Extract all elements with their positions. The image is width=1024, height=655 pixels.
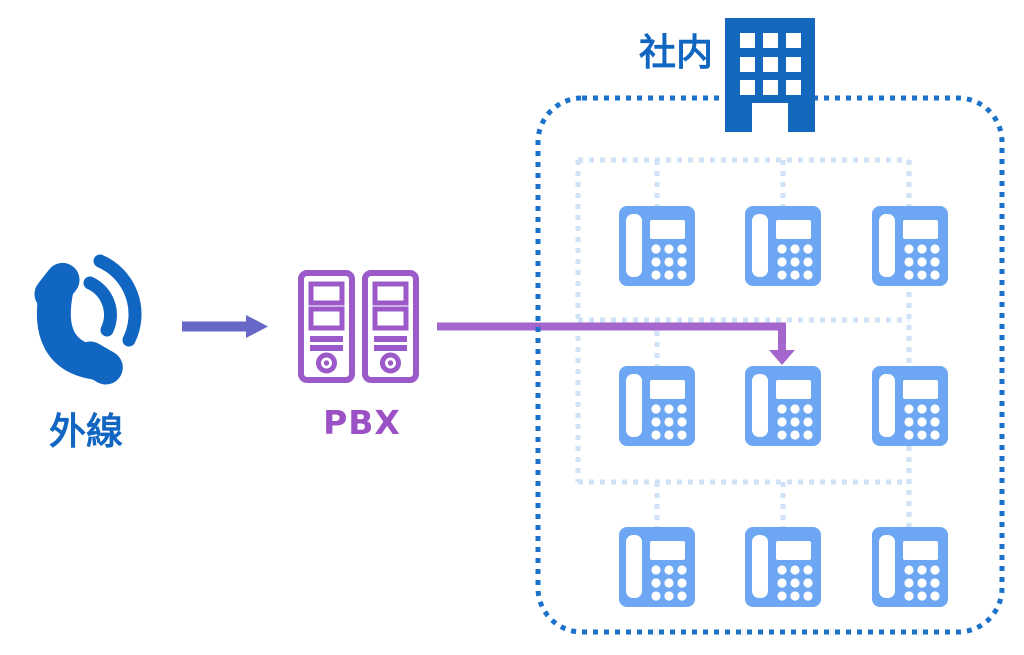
incoming-call-arrow-icon — [182, 315, 268, 338]
desk-phone-icon-r1c3 — [872, 206, 948, 286]
pbx-label: PBX — [323, 403, 401, 442]
desk-phone-icon-r3c2 — [745, 527, 821, 607]
desk-phone-grid — [619, 206, 948, 607]
desk-phone-icon-r3c3 — [872, 527, 948, 607]
route-arrowhead-icon — [769, 350, 795, 365]
desk-phone-icon-r2c2 — [745, 366, 821, 446]
external-line-label: 外線 — [49, 410, 123, 453]
phone-handset-icon — [34, 254, 142, 385]
pbx-route-line — [437, 322, 795, 365]
desk-phone-icon-r2c1 — [619, 366, 695, 446]
pbx-tower-right — [365, 273, 416, 380]
desk-phone-icon-r1c1 — [619, 206, 695, 286]
server-rack-icon — [301, 273, 416, 380]
pbx-tower-left — [301, 273, 352, 380]
office-building-icon — [725, 18, 815, 132]
desk-phone-icon-r1c2 — [745, 206, 821, 286]
sound-wave-icon — [83, 254, 142, 347]
office-label: 社内 — [639, 31, 713, 74]
office-internal-wiring — [575, 157, 912, 527]
desk-phone-icon-r3c1 — [619, 527, 695, 607]
desk-phone-icon-r2c3 — [872, 366, 948, 446]
